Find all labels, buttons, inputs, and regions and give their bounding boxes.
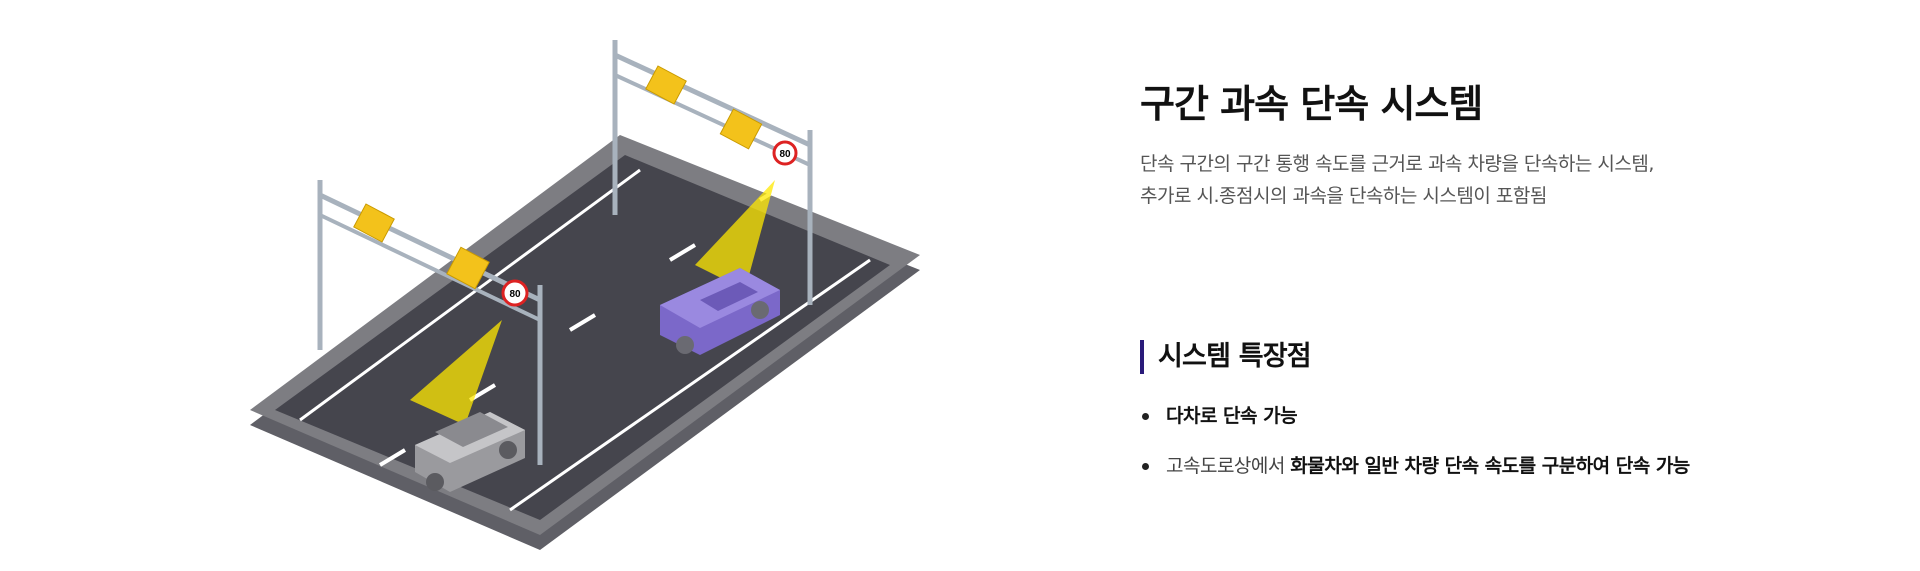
description-line-2: 추가로 시.종점시의 과속을 단속하는 시스템이 포함됨	[1140, 185, 1547, 207]
truck	[660, 268, 780, 355]
feature-item-multilane: 다차로 단속 가능	[1140, 402, 1880, 430]
bullet-icon	[1142, 463, 1149, 470]
description: 단속 구간의 구간 통행 속도를 근거로 과속 차량을 단속하는 시스템, 추가…	[1140, 148, 1860, 212]
feature-text: 다차로 단속 가능	[1166, 405, 1298, 427]
feature-list: 다차로 단속 가능 고속도로상에서 화물차와 일반 차량 단속 속도를 구분하여…	[1140, 402, 1880, 480]
features-title: 시스템 특장점	[1140, 340, 1880, 374]
speed-limit-front: 80	[509, 289, 521, 300]
sign-front-right	[446, 246, 490, 290]
speed-sign-front	[501, 279, 529, 307]
sign-back-left	[645, 65, 687, 105]
features-section: 시스템 특장점 다차로 단속 가능 고속도로상에서 화물차와 일반 차량 단속 …	[1140, 340, 1880, 502]
gantry-back: 80	[612, 40, 813, 305]
road-slab	[250, 135, 920, 550]
feature-highlight: 화물차와 일반 차량 단속 속도를 구분하여 단속 가능	[1290, 455, 1690, 477]
page-title: 구간 과속 단속 시스템	[1140, 82, 1483, 126]
speed-limit-back: 80	[779, 149, 791, 160]
road-scene: 80 80	[250, 40, 920, 550]
enforcement-illustration: 80 80	[240, 30, 960, 550]
speed-sign-back	[772, 140, 798, 166]
sign-back-right	[719, 108, 763, 150]
sign-front-left	[353, 203, 395, 243]
intro-section: 구간 과속 단속 시스템 단속 구간의 구간 통행 속도를 근거로 과속 차량을…	[1140, 78, 1860, 212]
bullet-icon	[1142, 413, 1149, 420]
description-line-1: 단속 구간의 구간 통행 속도를 근거로 과속 차량을 단속하는 시스템,	[1140, 153, 1654, 175]
feature-prefix: 고속도로상에서	[1166, 455, 1291, 477]
gantry-front: 80	[317, 180, 543, 465]
feature-item-vehicle-type: 고속도로상에서 화물차와 일반 차량 단속 속도를 구분하여 단속 가능	[1140, 452, 1880, 480]
camera-beam-back	[695, 180, 775, 290]
suv	[415, 412, 525, 492]
camera-beam-front	[410, 320, 502, 425]
